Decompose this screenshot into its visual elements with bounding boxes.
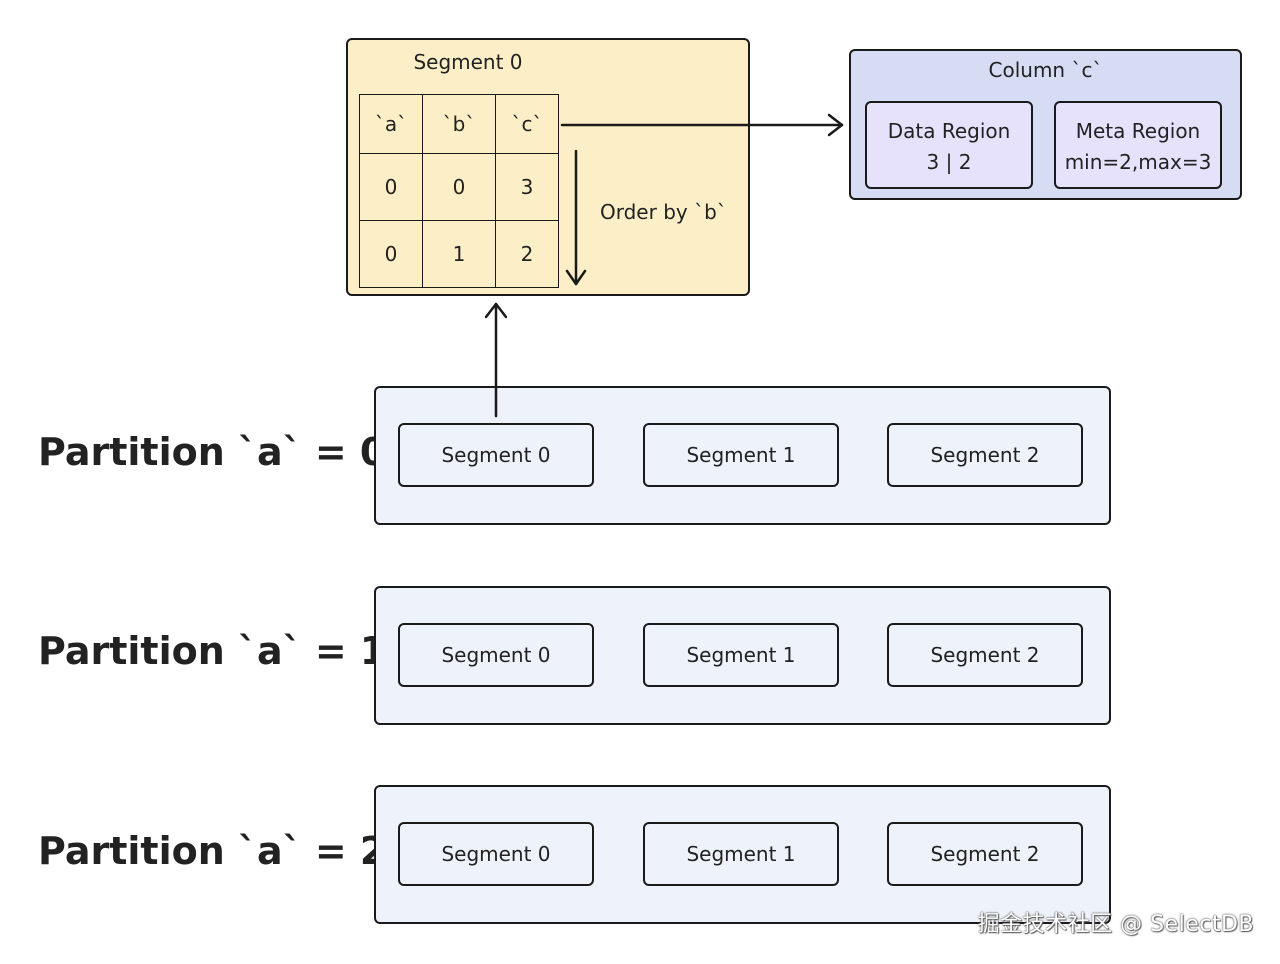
meta-region-box: Meta Region min=2,max=3 [1054,101,1222,189]
meta-region-values: min=2,max=3 [1064,150,1212,174]
partition-2-segment-0: Segment 0 [398,822,594,886]
partition-2-segment-1: Segment 1 [643,822,839,886]
partition-1-segment-2: Segment 2 [887,623,1083,687]
table-cell: 2 [495,220,559,288]
watermark: 掘金技术社区 @ SelectDB [977,912,1254,937]
meta-region-label: Meta Region [1075,119,1201,143]
partition-1-segment-1: Segment 1 [643,623,839,687]
column-header-b: `b` [422,94,496,154]
segment-detail-title: Segment 0 [413,50,523,74]
partition-2-segment-2: Segment 2 [887,822,1083,886]
data-region-label: Data Region [887,119,1011,143]
data-region-values: 3 | 2 [926,150,972,174]
column-c-title: Column `c` [988,58,1103,82]
table-cell: 0 [422,153,496,221]
partition-0-segment-2: Segment 2 [887,423,1083,487]
order-by-arrow [565,149,587,286]
arrow-to-column-box [560,113,844,137]
table-cell: 1 [422,220,496,288]
data-region-box: Data Region 3 | 2 [865,101,1033,189]
arrow-segment-to-detail [484,302,508,418]
column-header-a: `a` [359,94,423,154]
partition-2-label: Partition `a` = 2 [38,829,387,873]
partition-0-label: Partition `a` = 0 [38,430,387,474]
partition-0-segment-0: Segment 0 [398,423,594,487]
table-cell: 3 [495,153,559,221]
segment-column-table: `a` `b` `c` 0 0 3 0 1 2 [359,94,559,288]
partition-1-segment-0: Segment 0 [398,623,594,687]
order-by-label: Order by `b` [600,200,727,224]
partition-1-label: Partition `a` = 1 [38,629,387,673]
partition-0-segment-1: Segment 1 [643,423,839,487]
table-cell: 0 [359,220,423,288]
